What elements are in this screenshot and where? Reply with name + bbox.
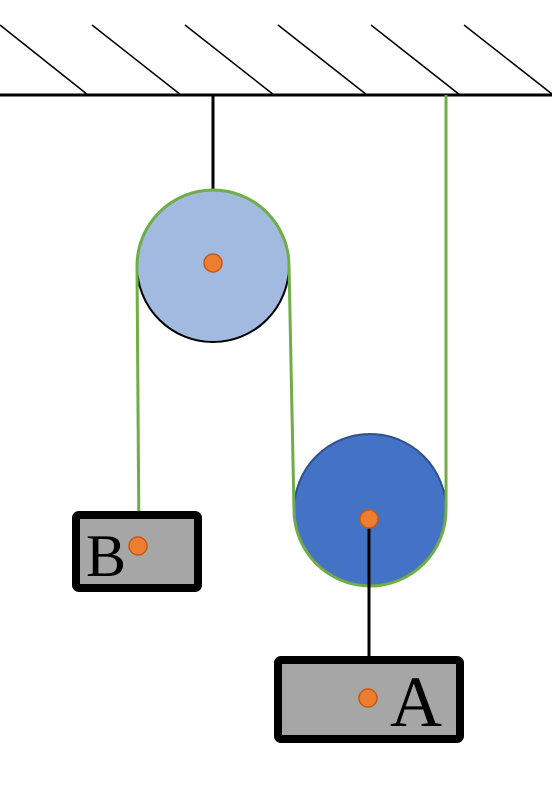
hatch-line: [184, 24, 275, 96]
block-a-label: A: [390, 662, 442, 742]
movable-pulley-axle: [359, 509, 379, 529]
block-a-attachment: [358, 688, 378, 708]
ceiling-hatching: [0, 24, 552, 96]
block-b-label: B: [86, 523, 126, 589]
block-b-attachment: [128, 536, 148, 556]
fixed-pulley-axle: [203, 253, 223, 273]
hatch-line: [463, 24, 552, 95]
hatch-line: [91, 24, 182, 96]
hatch-line: [0, 24, 89, 96]
rope: [135, 95, 448, 588]
hatch-line: [277, 24, 368, 96]
hatch-line: [370, 24, 461, 96]
